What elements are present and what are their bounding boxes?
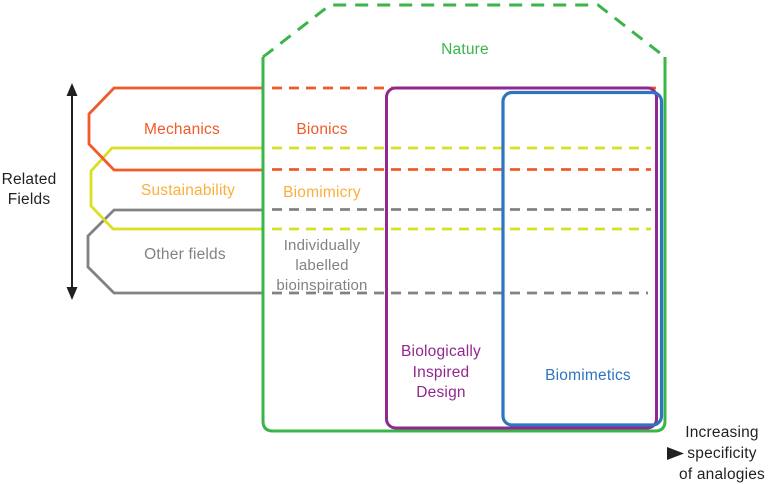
nature-label: Nature xyxy=(441,41,489,58)
specificity-axis-label-line2: specificity xyxy=(687,445,756,462)
axis-arrowhead-up-icon xyxy=(66,83,78,96)
biologically-inspired-design-label-line1: Biologically xyxy=(401,343,481,360)
related-fields-axis-arrow xyxy=(66,83,78,300)
other-fields-label: Other fields xyxy=(144,246,226,263)
biologically-inspired-design-label-line2: Inspired xyxy=(413,364,470,381)
biologically-inspired-design-label-line3: Design xyxy=(416,384,465,401)
mechanics-label: Mechanics xyxy=(144,121,220,138)
biomimetics-box xyxy=(501,90,664,427)
nature-box-solid-outline xyxy=(261,57,667,433)
related-fields-label-line2: Fields xyxy=(8,191,51,208)
axis-arrowhead-right-icon xyxy=(667,447,684,460)
individually-labelled-line3: bioinspiration xyxy=(276,277,367,294)
related-fields-label-line1: Related xyxy=(2,171,57,188)
sustainability-tag-outline xyxy=(89,146,263,231)
bionics-label: Bionics xyxy=(296,121,347,138)
biologically-inspired-design-box xyxy=(385,86,658,430)
individually-labelled-line2: labelled xyxy=(295,257,348,274)
specificity-axis-label-line1: Increasing xyxy=(685,424,759,441)
specificity-axis-arrow xyxy=(263,447,684,460)
individually-labelled-line1: Individually xyxy=(284,237,361,254)
biomimicry-label: Biomimicry xyxy=(283,184,361,201)
sustainability-label: Sustainability xyxy=(141,182,235,199)
axis-arrowhead-down-icon xyxy=(66,287,78,300)
biomimetics-label: Biomimetics xyxy=(545,367,631,384)
mechanics-tag-outline xyxy=(87,86,263,172)
specificity-axis-label-line3: of analogies xyxy=(679,466,765,483)
other-fields-tag-outline xyxy=(86,208,263,295)
